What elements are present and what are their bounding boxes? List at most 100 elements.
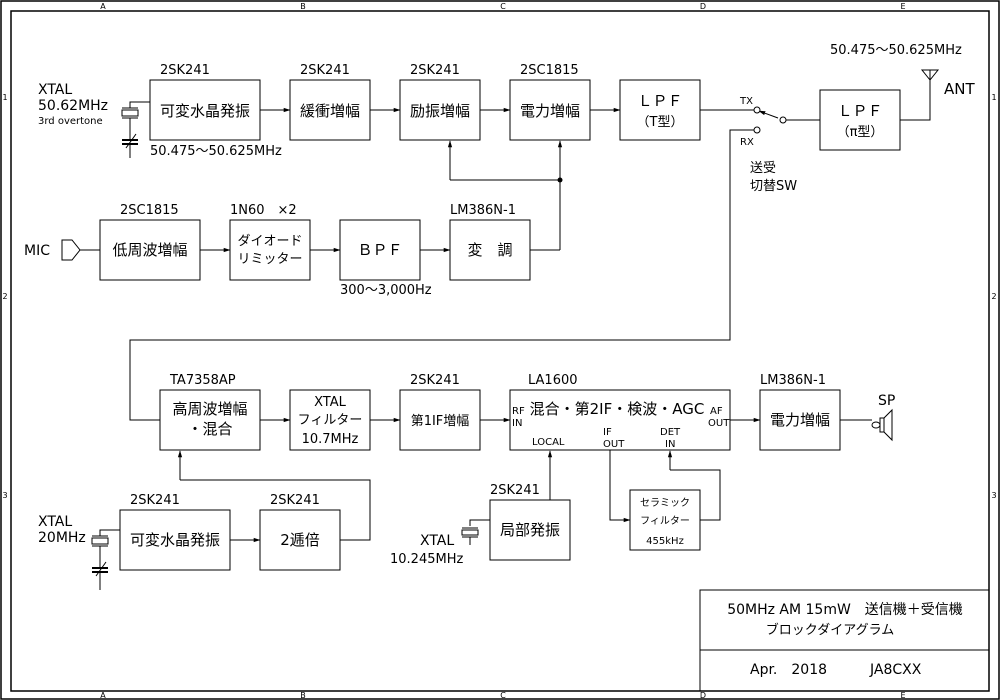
row-right-2: 2: [991, 292, 996, 301]
rx-xtal-line2: 20MHz: [38, 530, 86, 546]
limiter-line2: リミッター: [237, 252, 302, 267]
col-top-b: B: [300, 2, 306, 11]
col-top-d: D: [700, 2, 706, 11]
switch-label-line1: 送受: [750, 161, 776, 176]
row-right-1: 1: [991, 93, 996, 102]
la1600-block: LA1600 混合・第2IF・検波・AGC RF IN AF OUT LOCAL…: [509, 373, 731, 451]
bpf-range: 300～3,000Hz: [340, 283, 432, 298]
col-bot-e: E: [900, 691, 905, 700]
col-bot-c: C: [500, 691, 506, 700]
row-left-1: 1: [2, 93, 7, 102]
af-amp-part: 2SC1815: [120, 203, 179, 218]
tx-xtal-line1: XTAL: [38, 82, 72, 98]
modulator-part: LM386N-1: [450, 203, 516, 218]
ceramic-filter-block: セラミック フィルター 455kHz: [629, 489, 701, 551]
switch-rx-label: RX: [740, 137, 754, 148]
lpf-t-sub: （T型）: [637, 115, 684, 130]
rx-vxo-part: 2SK241: [130, 493, 180, 508]
driver-amp-block: 2SK241 励振増幅: [399, 63, 481, 141]
driver-label: 励振増幅: [410, 102, 470, 120]
switch-label-line2: 切替SW: [750, 179, 797, 194]
first-if-amp-block: 2SK241 第1IF増幅: [399, 373, 481, 451]
mic-connector-icon: [61, 239, 81, 261]
modulator-block: LM386N-1 変 調: [449, 203, 531, 281]
buffer-label: 緩衝増幅: [300, 102, 360, 120]
tx-xtal-line3: 3rd overtone: [38, 116, 103, 127]
junction-dot: [557, 177, 563, 183]
la1600-label: 混合・第2IF・検波・AGC: [530, 400, 705, 418]
driver-part: 2SK241: [410, 63, 460, 78]
ceramic-line3: 455kHz: [646, 536, 684, 547]
crystal-icon: [121, 101, 150, 158]
pin-af-out-2: OUT: [708, 418, 730, 429]
modulator-label: 変 調: [467, 241, 512, 259]
title-block: 50MHz AM 15mW 送信機＋受信機 ブロックダイアグラム Apr. 20…: [699, 589, 990, 692]
pin-local: LOCAL: [532, 437, 565, 448]
af-power-part: LM386N-1: [760, 373, 826, 388]
pin-if-out-1: IF: [603, 427, 612, 438]
local-osc-label: 局部発振: [500, 521, 560, 539]
af-power-label: 電力増幅: [770, 411, 830, 429]
speaker-icon: [871, 408, 893, 442]
if1-label: 第1IF増幅: [411, 414, 470, 429]
col-top-a: A: [100, 2, 106, 11]
rx-vxo-label: 可変水晶発振: [130, 531, 220, 549]
doubler-block: 2SK241 2逓倍: [259, 493, 341, 571]
local-xtal-line2: 10.245MHz: [390, 552, 463, 567]
subtitle-text: ブロックダイアグラム: [766, 622, 894, 638]
xtal-filter-line3: 10.7MHz: [302, 432, 359, 447]
pin-rf-in-1: RF: [512, 406, 525, 417]
limiter-line1: ダイオード: [237, 234, 302, 249]
lpf-t-label: ＬＰＦ: [637, 92, 682, 110]
date-text: Apr. 2018: [750, 662, 827, 678]
title-text: 50MHz AM 15mW 送信機＋受信機: [727, 602, 963, 618]
power-part: 2SC1815: [520, 63, 579, 78]
buffer-amp-block: 2SK241 緩衝増幅: [289, 63, 371, 141]
local-osc-block: 2SK241 局部発振: [489, 483, 571, 561]
row-right-3: 3: [991, 491, 996, 500]
rf-mix-line2: ・混合: [187, 420, 232, 438]
local-osc-part: 2SK241: [490, 483, 540, 498]
crystal-icon-rx: [91, 529, 120, 590]
rf-mix-part: TA7358AP: [169, 373, 236, 388]
tx-vxo-label: 可変水晶発振: [160, 102, 250, 120]
tx-vxo-part: 2SK241: [160, 63, 210, 78]
col-top-e: E: [900, 2, 905, 11]
pin-af-out-1: AF: [710, 406, 723, 417]
col-top-c: C: [500, 2, 506, 11]
lpf-pi-block: ＬＰＦ （π型）: [819, 89, 901, 151]
rx-xtal-line1: XTAL: [38, 514, 72, 530]
pin-det-in-2: IN: [665, 439, 675, 450]
antenna-label: ANT: [944, 80, 975, 98]
pin-det-in-1: DET: [660, 427, 681, 438]
pin-rf-in-2: IN: [512, 418, 522, 429]
lpf-pi-label: ＬＰＦ: [837, 102, 882, 120]
diode-limiter-block: 1N60 ×2 ダイオード リミッター: [229, 203, 311, 281]
xtal-filter-line2: フィルター: [298, 413, 363, 428]
rf-mix-line1: 高周波増幅: [172, 400, 247, 418]
tx-vxo-range: 50.475～50.625MHz: [150, 144, 282, 159]
col-bot-b: B: [300, 691, 306, 700]
speaker-label: SP: [878, 393, 895, 409]
author-text: JA8CXX: [869, 662, 922, 678]
bpf-block: ＢＰＦ 300～3,000Hz: [339, 219, 432, 298]
mic-label: MIC: [24, 243, 50, 259]
local-xtal-line1: XTAL: [420, 533, 454, 549]
col-bot-d: D: [700, 691, 706, 700]
af-amp-block: 2SC1815 低周波増幅: [99, 203, 201, 281]
tx-xtal-line2: 50.62MHz: [38, 98, 108, 114]
af-power-amp-block: LM386N-1 電力増幅: [759, 373, 841, 451]
doubler-part: 2SK241: [270, 493, 320, 508]
xtal-filter-line1: XTAL: [314, 395, 347, 410]
row-left-3: 3: [2, 491, 7, 500]
row-left-2: 2: [2, 292, 7, 301]
buffer-part: 2SK241: [300, 63, 350, 78]
wires: [80, 75, 931, 543]
tx-rx-switch[interactable]: [753, 106, 787, 134]
antenna-icon: [920, 69, 940, 81]
ceramic-line2: フィルター: [640, 515, 690, 527]
if1-part: 2SK241: [410, 373, 460, 388]
